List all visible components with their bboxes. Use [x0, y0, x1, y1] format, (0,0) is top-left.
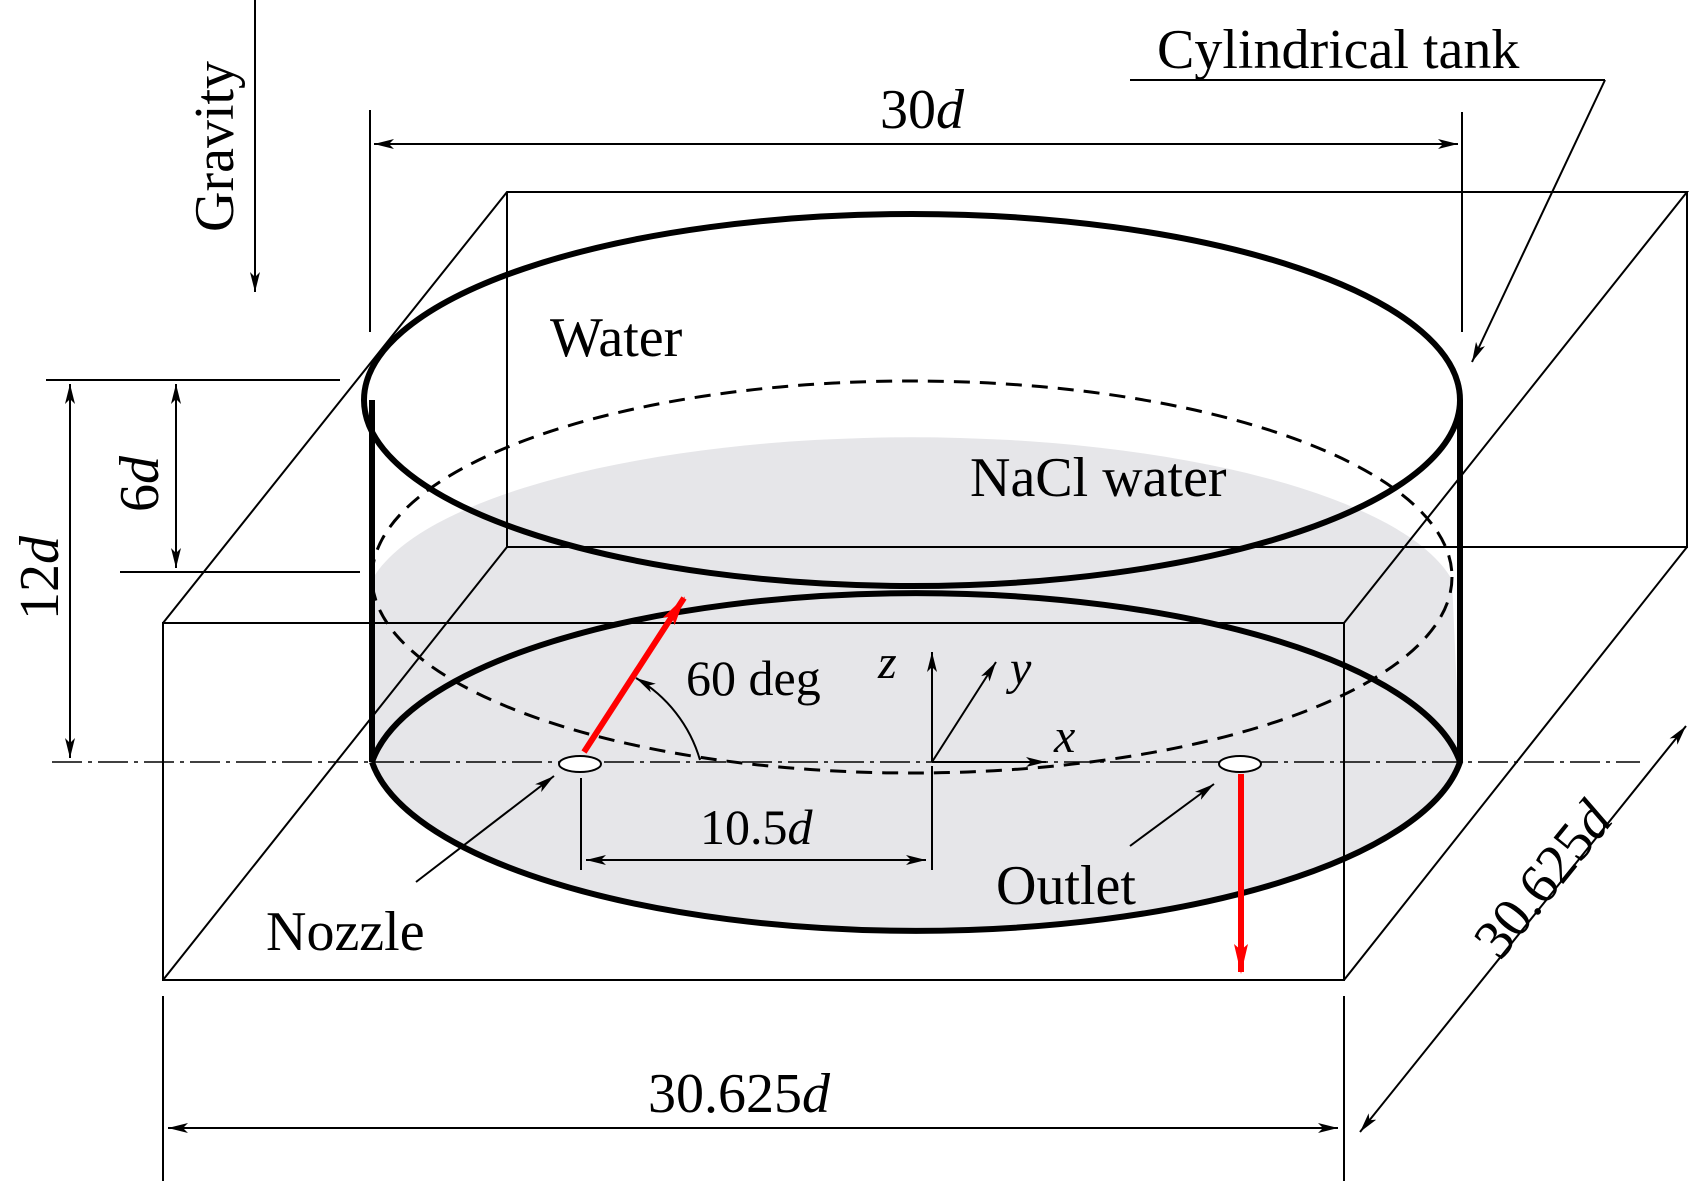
nacl-height-unit: d: [109, 455, 171, 484]
box-width-unit: d: [802, 1063, 831, 1125]
svg-text:30d: 30d: [880, 79, 965, 141]
nozzle-offset-value: 10.5: [700, 799, 788, 855]
outlet-label: Outlet: [996, 855, 1136, 917]
nacl-height-value: 6: [109, 484, 171, 512]
total-height-value: 12: [9, 564, 71, 620]
outlet: Outlet: [996, 755, 1262, 974]
jet-arrow: [581, 596, 687, 754]
nozzle-hole: [558, 755, 602, 773]
tank-leader: [1471, 79, 1606, 363]
gravity-indicator: Gravity: [184, 0, 260, 292]
nozzle-leader: [415, 775, 555, 883]
angle-label: 60 deg: [686, 650, 821, 706]
total-height-unit: d: [9, 535, 71, 564]
outlet-hole: [1218, 755, 1262, 773]
outlet-leader: [1129, 783, 1215, 847]
height-dimensions: 12d 6d: [9, 379, 360, 758]
y-axis-label: y: [1005, 642, 1032, 695]
box-depth-value: 30.625: [1462, 811, 1607, 970]
diameter-unit: d: [936, 79, 965, 141]
diameter-value: 30: [880, 79, 936, 141]
nozzle: 60 deg Nozzle: [266, 596, 821, 963]
svg-text:10.5d: 10.5d: [700, 799, 814, 855]
svg-text:30.625d: 30.625d: [648, 1063, 831, 1125]
z-axis-label: z: [877, 636, 897, 689]
svg-text:30.625d: 30.625d: [1462, 789, 1625, 970]
nacl-water-label: NaCl water: [970, 447, 1227, 509]
diameter-dimension: 30d: [369, 79, 1463, 332]
angle-arc: [635, 677, 701, 761]
coordinate-axes: z y x: [877, 636, 1075, 767]
nozzle-offset-dimension: 10.5d: [580, 766, 933, 870]
gravity-label: Gravity: [184, 61, 246, 232]
nozzle-label: Nozzle: [266, 901, 425, 963]
box-width-dimension: 30.625d: [162, 996, 1345, 1181]
tank-label: Cylindrical tank: [1157, 19, 1519, 81]
nacl-water-region: [372, 437, 1460, 929]
x-axis-label: x: [1053, 710, 1075, 763]
water-label: Water: [550, 307, 683, 369]
nozzle-offset-unit: d: [788, 799, 814, 855]
svg-text:12d: 12d: [9, 535, 71, 620]
box-width-value: 30.625: [648, 1063, 802, 1125]
svg-text:6d: 6d: [109, 455, 171, 512]
